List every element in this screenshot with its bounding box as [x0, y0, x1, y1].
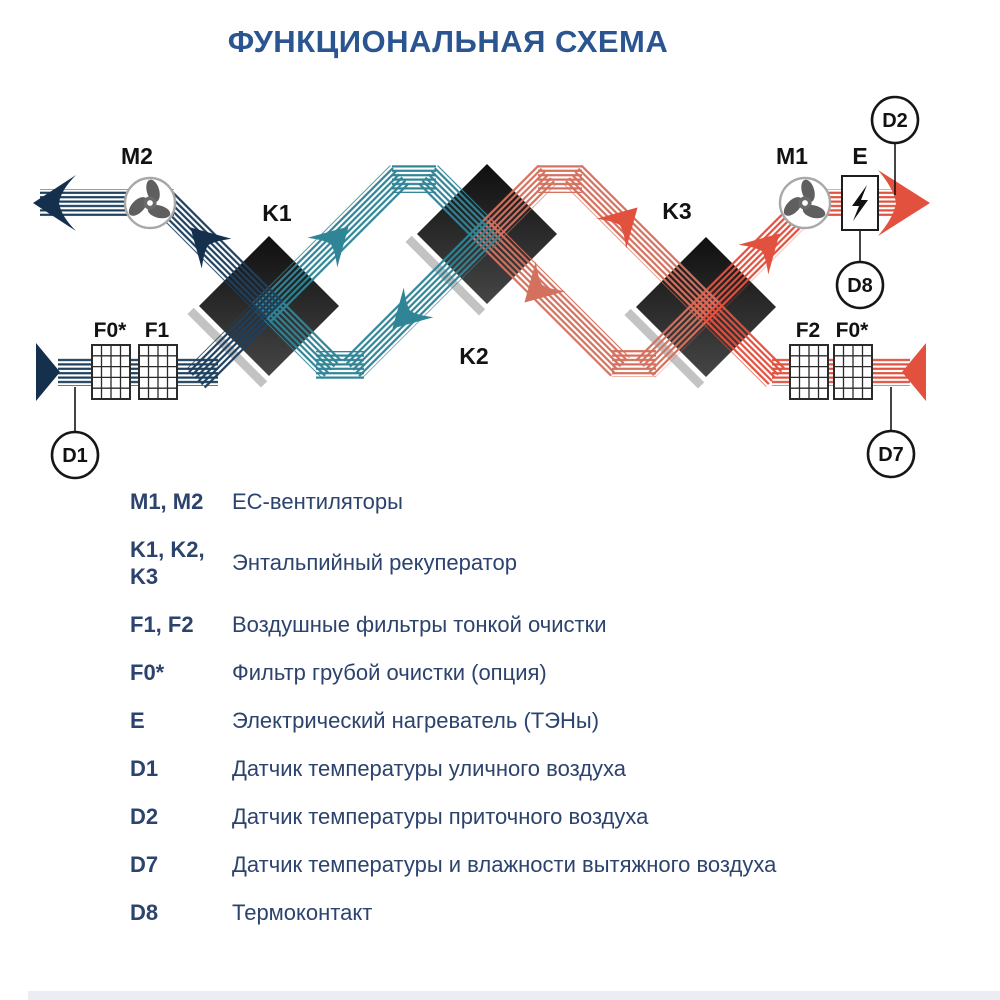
sensor-d2: D2	[870, 95, 920, 145]
legend-key: D7	[130, 852, 159, 878]
legend-key: F1, F2	[130, 612, 194, 638]
legend-row: D7 Датчик температуры и влажности вытяжн…	[130, 841, 890, 889]
label-f0-left: F0*	[94, 319, 128, 342]
grid-mesh-icon	[833, 344, 873, 400]
legend-row: D2 Датчик температуры приточного воздуха	[130, 793, 890, 841]
sensor-d2-label: D2	[882, 110, 908, 132]
legend-description: Датчик температуры и влажности вытяжного…	[232, 852, 777, 877]
fan-icon	[123, 176, 177, 230]
exhaust-outlet-arrow	[33, 175, 76, 231]
legend-description: EC-вентиляторы	[232, 489, 403, 514]
label-m2: M2	[121, 143, 153, 169]
airflow-diagram: D1 D2 D7 D8 M2 M1 E K1 K2 K3 F0* F1 F2 F…	[0, 85, 1000, 495]
filter-f0-left	[91, 344, 131, 400]
sensor-d7-label: D7	[878, 444, 904, 466]
grid-mesh-icon	[138, 344, 178, 400]
bottom-edge-strip	[28, 991, 1000, 1000]
legend-row: D8 Термоконтакт	[130, 889, 890, 937]
fan-m1	[778, 176, 832, 230]
sensor-d7: D7	[866, 429, 916, 479]
supply-intake-arrow	[36, 343, 60, 401]
legend-row: D1 Датчик температуры уличного воздуха	[130, 745, 890, 793]
fan-m2	[123, 176, 177, 230]
label-f1: F1	[145, 319, 170, 342]
sensor-connector-lines	[74, 144, 896, 431]
diagram-canvas: D1 D2 D7 D8 M2 M1 E K1 K2 K3 F0* F1 F2 F…	[33, 95, 930, 480]
label-f0-right: F0*	[836, 319, 870, 342]
legend-description: Энтальпийный рекуператор	[232, 550, 517, 575]
sensor-d8: D8	[835, 260, 885, 310]
page-title: ФУНКЦИОНАЛЬНАЯ СХЕМА	[227, 24, 669, 59]
sensor-d1-label: D1	[62, 445, 88, 467]
legend-description: Воздушные фильтры тонкой очистки	[232, 612, 607, 637]
legend-key: D8	[130, 900, 159, 926]
grid-mesh-icon	[789, 344, 829, 400]
heater-box	[841, 175, 879, 231]
label-e: E	[852, 143, 867, 169]
label-f2: F2	[796, 319, 821, 342]
filter-f0-right	[833, 344, 873, 400]
legend-row: E Электрический нагреватель (ТЭНы)	[130, 697, 890, 745]
label-k2: K2	[459, 343, 488, 369]
label-m1: M1	[776, 143, 808, 169]
legend-description: Фильтр грубой очистки (опция)	[232, 660, 547, 685]
legend-key: K1, K2, K3	[130, 536, 205, 590]
lightning-icon	[852, 185, 868, 221]
fan-icon	[778, 176, 832, 230]
legend-row: M1, M2 EC-вентиляторы	[130, 479, 890, 525]
grid-mesh-icon	[91, 344, 131, 400]
legend-description: Датчик температуры уличного воздуха	[232, 756, 627, 781]
supply-outlet-arrow	[878, 170, 930, 236]
legend-key: E	[130, 708, 145, 734]
legend-row: F1, F2 Воздушные фильтры тонкой очистки	[130, 601, 890, 649]
exhaust-intake-arrow	[902, 343, 926, 401]
label-k3: K3	[662, 198, 691, 224]
legend-row: K1, K2, K3 Энтальпийный рекуператор	[130, 525, 890, 601]
filter-f2	[789, 344, 829, 400]
sensor-d1: D1	[50, 430, 100, 480]
filter-f1	[138, 344, 178, 400]
label-k1: K1	[262, 200, 292, 226]
legend-key: D2	[130, 804, 159, 830]
legend-key: F0*	[130, 660, 165, 686]
legend: M1, M2 EC-вентиляторы K1, K2, K3 Энтальп…	[130, 479, 890, 937]
legend-description: Термоконтакт	[232, 900, 373, 925]
legend-description: Электрический нагреватель (ТЭНы)	[232, 708, 600, 733]
legend-description: Датчик температуры приточного воздуха	[232, 804, 649, 829]
legend-row: F0* Фильтр грубой очистки (опция)	[130, 649, 890, 697]
sensor-d8-label: D8	[847, 275, 873, 297]
legend-key: D1	[130, 756, 159, 782]
legend-key: M1, M2	[130, 489, 204, 515]
